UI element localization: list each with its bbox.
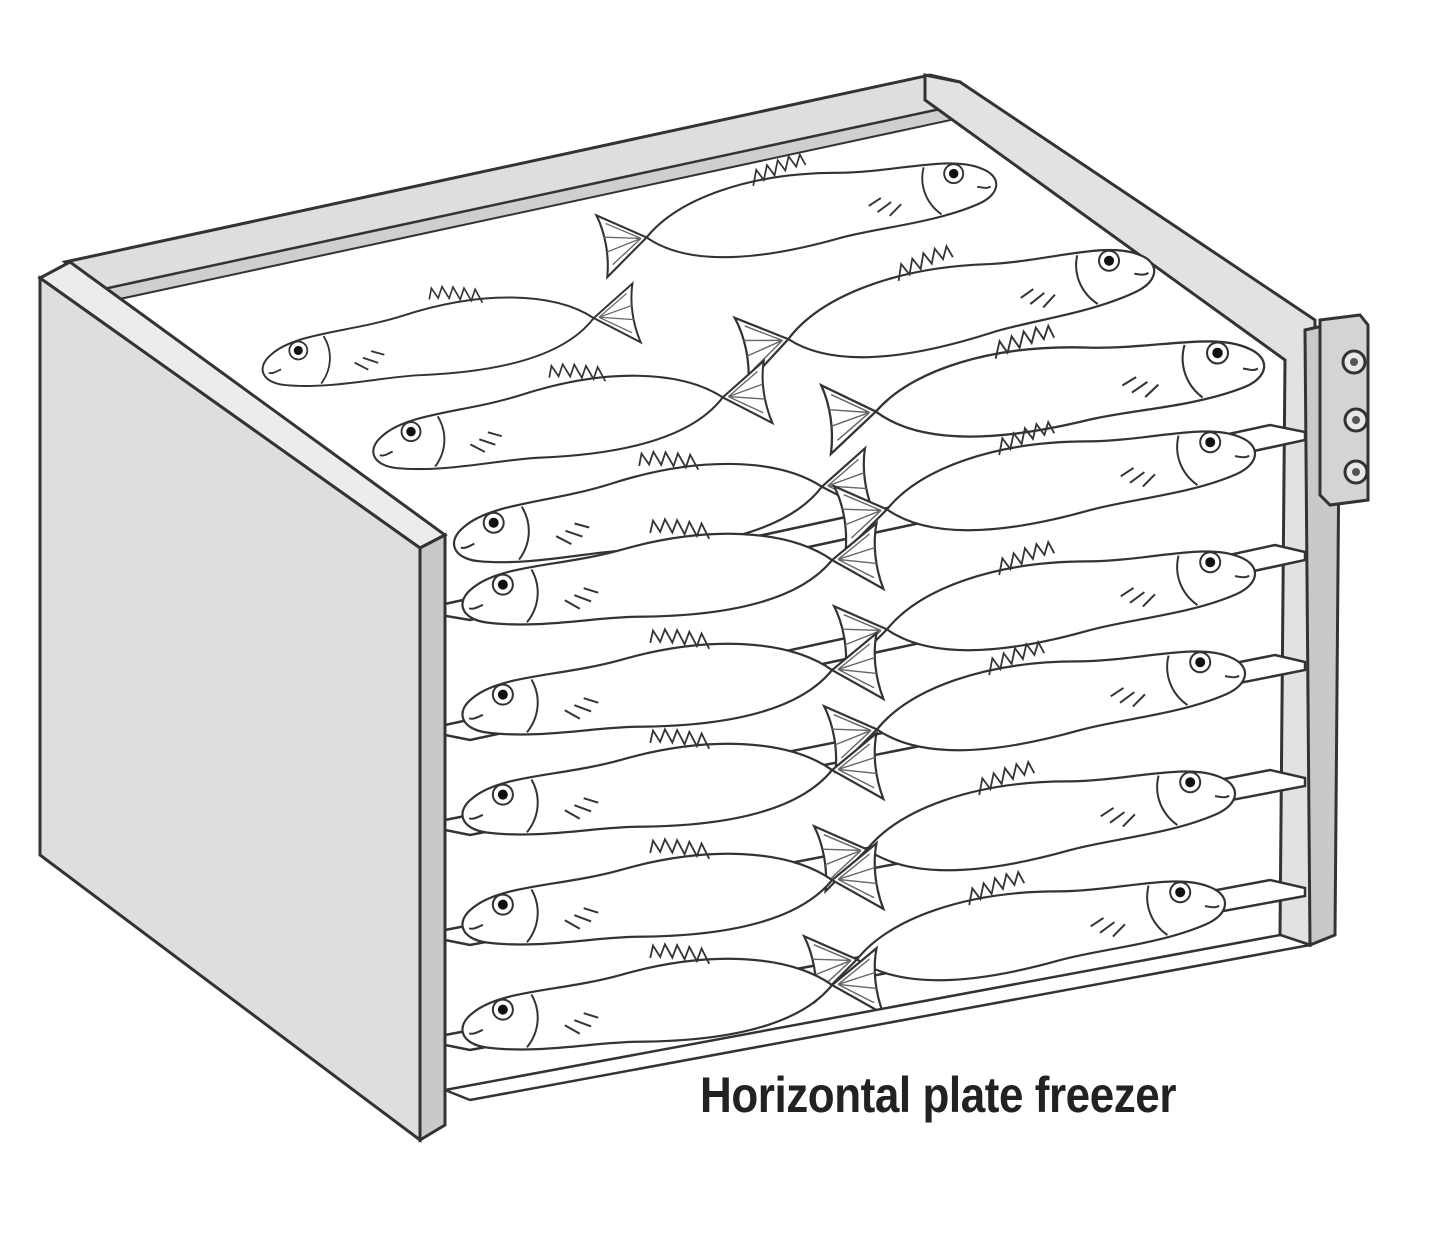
connector-bolt-icon	[1341, 349, 1367, 375]
connector-bolt-icon	[1343, 407, 1369, 433]
side-panel	[37, 260, 448, 1143]
diagram-caption: Horizontal plate freezer	[700, 1067, 1176, 1123]
connector-block	[1318, 313, 1370, 507]
freezer-plates	[438, 386, 1311, 1102]
connector-bolt-icon	[1343, 459, 1369, 485]
freezer-plate-6	[440, 933, 1311, 1102]
